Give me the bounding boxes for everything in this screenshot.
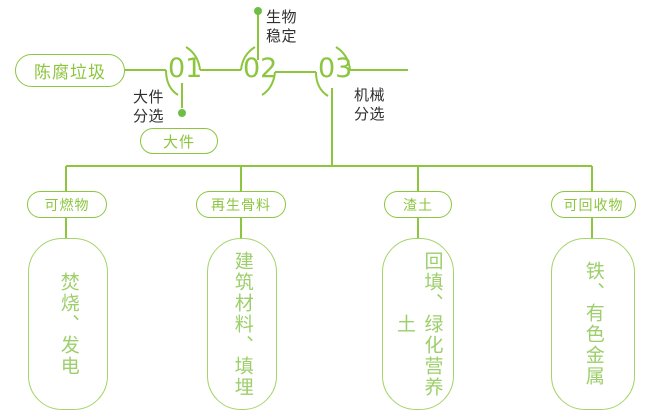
node-outcome-slag-soil-label: 回填、绿化营养土 [394, 250, 444, 398]
arc-step2-left [240, 46, 256, 71]
annotation-bio-stabilization: 生物 稳定 [266, 8, 298, 45]
node-bulky-output[interactable]: 大件 [140, 128, 218, 154]
endpoint-dot-bulky [178, 109, 186, 117]
node-category-combustible[interactable]: 可燃物 [27, 191, 107, 218]
arc-step1-right [185, 46, 201, 71]
step-number-02[interactable]: 02 [243, 53, 278, 84]
step-number-01[interactable]: 01 [168, 53, 203, 84]
node-outcome-recyclable[interactable]: 铁、有色金属 [551, 238, 635, 410]
node-outcome-recycled-aggregate-label: 建筑材料、填埋 [231, 250, 254, 398]
node-category-recycled-aggregate[interactable]: 再生骨料 [196, 191, 286, 218]
node-outcome-combustible[interactable]: 焚烧、发电 [28, 238, 108, 410]
arc-step1-left [165, 69, 179, 96]
node-source-waste[interactable]: 陈腐垃圾 [15, 54, 125, 87]
arc-step2-right [261, 71, 276, 96]
node-category-recyclable[interactable]: 可回收物 [551, 191, 636, 218]
arc-step3-right [335, 46, 351, 71]
endpoint-dot-bio [254, 7, 262, 15]
annotation-bulky-sorting: 大件 分选 [133, 88, 165, 125]
node-outcome-recycled-aggregate[interactable]: 建筑材料、填埋 [207, 238, 277, 410]
node-source-waste-label: 陈腐垃圾 [34, 63, 106, 83]
annotation-mechanical-sorting: 机械 分选 [354, 86, 386, 123]
node-category-slag-soil[interactable]: 渣土 [384, 191, 452, 218]
node-category-combustible-label: 可燃物 [44, 197, 90, 214]
node-outcome-recyclable-label: 铁、有色金属 [582, 261, 605, 387]
step-number-03[interactable]: 03 [318, 53, 353, 84]
node-outcome-combustible-label: 焚烧、发电 [57, 271, 80, 377]
node-category-recycled-aggregate-label: 再生骨料 [211, 197, 271, 214]
arc-step3-left [315, 71, 329, 97]
node-category-recyclable-label: 可回收物 [563, 197, 624, 214]
node-outcome-slag-soil[interactable]: 回填、绿化营养土 [382, 238, 454, 410]
node-category-slag-soil-label: 渣土 [403, 197, 433, 214]
node-bulky-output-label: 大件 [162, 132, 195, 151]
